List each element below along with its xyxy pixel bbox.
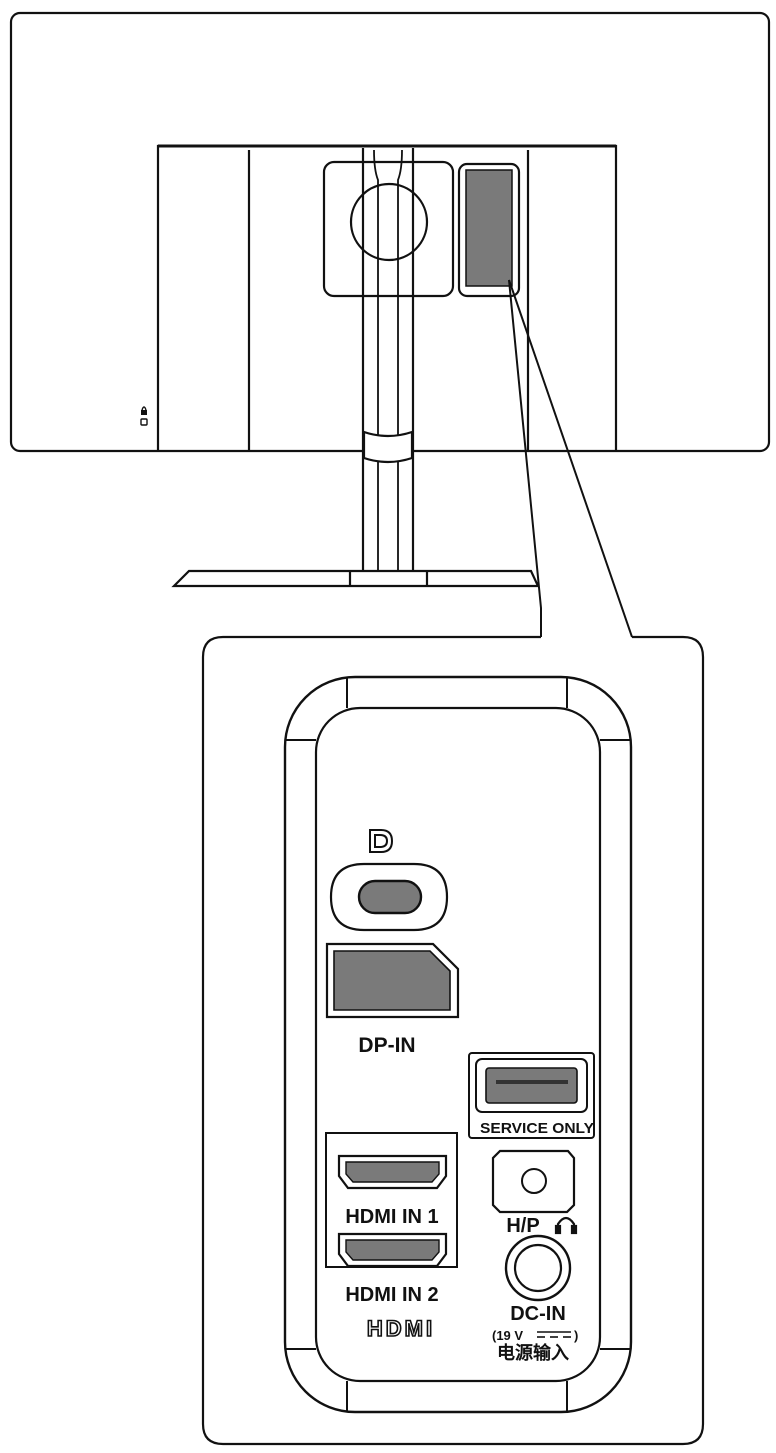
service-only-label: SERVICE ONLY [480, 1120, 594, 1137]
port-panel-highlight [465, 169, 513, 287]
monitor-back-panel [9, 11, 771, 453]
headphone-jack [491, 1149, 576, 1214]
port-callout: DP-IN SERVICE ONLY HDMI IN 1 HDMI IN 2 H… [201, 635, 705, 1446]
callout-frame [201, 635, 705, 1446]
monitor-rear-view [9, 11, 771, 638]
hdmi-in-1-port [337, 1154, 448, 1190]
hp-label: H/P [506, 1215, 539, 1237]
lock-icon [140, 406, 148, 426]
hdmi-in-1-label: HDMI IN 1 [345, 1206, 438, 1228]
dp-in-port [325, 942, 460, 1019]
cable-clip [362, 430, 414, 464]
port-plate-inner [314, 706, 602, 1383]
port-panel-outline [457, 162, 521, 298]
dc-in-label: DC-IN [510, 1303, 566, 1325]
stand-column [361, 148, 415, 586]
stand-mount-recess [322, 160, 455, 298]
headphone-icon [554, 1216, 578, 1235]
port-plate-outer [283, 675, 633, 1414]
hdmi-logo-icon: HDMI [367, 1316, 435, 1341]
voltage-label: (19 V [492, 1328, 523, 1343]
power-input-cn-label: 电源输入 [497, 1342, 569, 1364]
joystick-button [329, 862, 449, 932]
dc-in-jack [504, 1234, 572, 1302]
hdmi-in-2-port [337, 1232, 448, 1268]
voltage-close-label: ) [574, 1328, 578, 1343]
callout-line-right [508, 279, 633, 638]
dc-symbol-icon [537, 1331, 571, 1338]
callout-line-left [508, 279, 542, 637]
monitor-housing [156, 144, 618, 450]
dp-in-label: DP-IN [358, 1034, 415, 1057]
stand-base [171, 569, 540, 588]
displayport-logo-icon [369, 829, 394, 853]
hdmi-in-2-label: HDMI IN 2 [345, 1284, 438, 1306]
service-usb-port [468, 1052, 595, 1139]
